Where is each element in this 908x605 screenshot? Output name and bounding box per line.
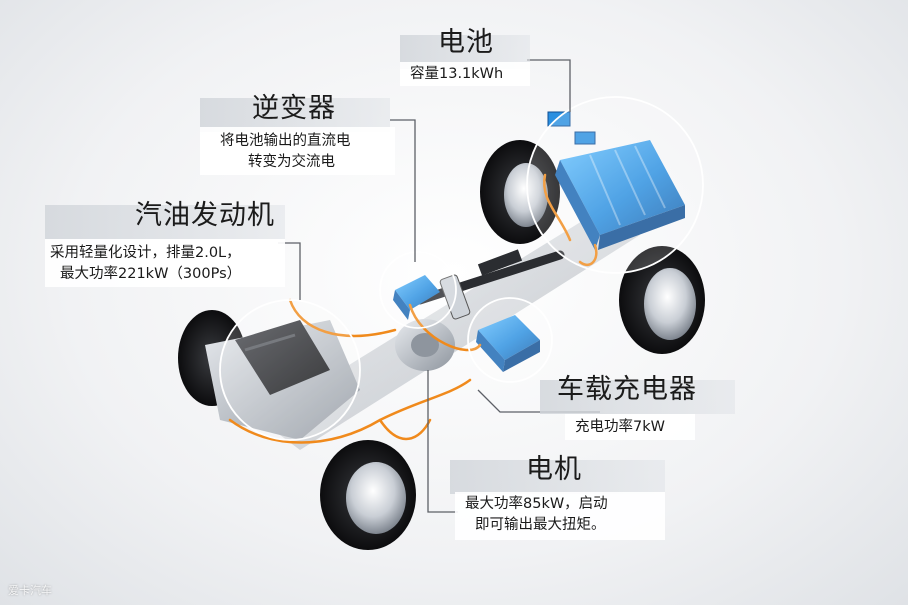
charger-title-band	[540, 380, 735, 414]
electric-motor	[395, 319, 455, 371]
inverter-desc-line2: 转变为交流电	[248, 154, 335, 170]
charger-title: 车载充电器	[557, 374, 697, 405]
front-right-wheel	[320, 440, 416, 550]
battery-title: 电池	[438, 27, 494, 58]
motor-title-band	[450, 460, 665, 494]
charger-power: 充电功率7kW	[575, 419, 665, 435]
gasoline-engine	[205, 320, 360, 440]
leader-lines	[278, 59, 600, 513]
motor-title: 电机	[526, 454, 582, 485]
engine-desc-line1: 采用轻量化设计，排量2.0L，	[50, 245, 241, 261]
engine-title: 汽油发动机	[135, 200, 275, 231]
inverter-title: 逆变器	[252, 93, 336, 124]
battery-pack	[555, 140, 685, 250]
highlight-circles	[219, 96, 704, 441]
inverter-title-band	[200, 98, 390, 132]
motor-desc-line2: 即可输出最大扭矩。	[475, 517, 606, 533]
engine-title-band	[45, 205, 285, 239]
inverter-unit	[393, 275, 440, 320]
watermark: 爱卡汽车	[8, 584, 52, 597]
battery-capacity: 容量13.1kWh	[410, 66, 504, 82]
rear-left-wheel	[480, 140, 560, 244]
inverter-desc-line1: 将电池输出的直流电	[220, 133, 351, 149]
motor-desc-line1: 最大功率85kW，启动	[465, 496, 608, 512]
charger-unit	[476, 315, 540, 372]
rear-right-wheel	[619, 246, 705, 354]
engine-desc-line2: 最大功率221kW（300Ps）	[60, 266, 242, 282]
hv-cables	[228, 173, 598, 444]
